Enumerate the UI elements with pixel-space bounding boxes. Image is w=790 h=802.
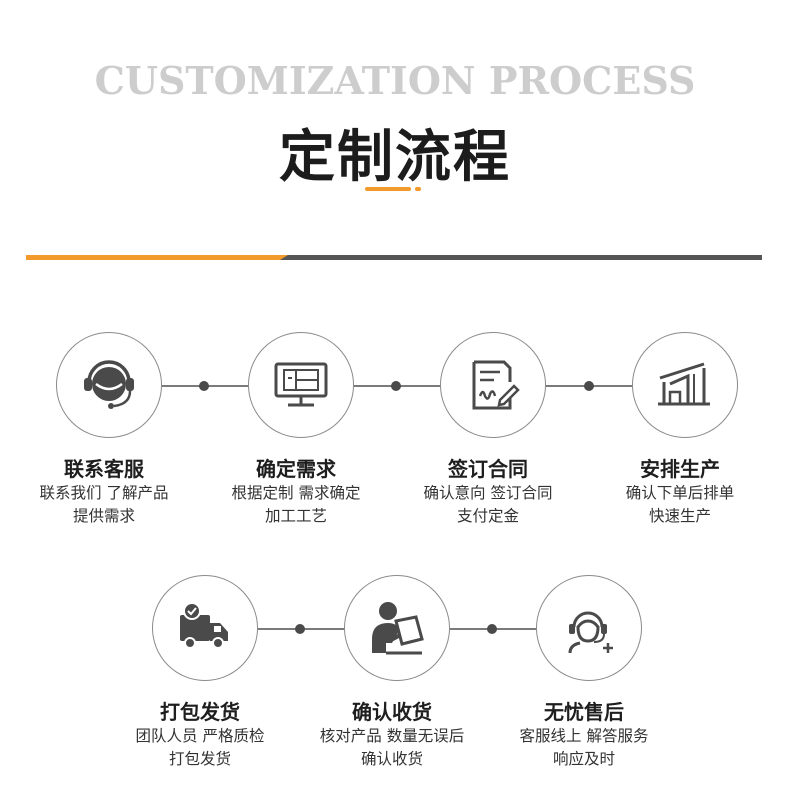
delivery-truck-icon [180,602,228,649]
step-circle-aftersales [536,575,642,681]
step-title-production: 安排生产 [640,457,720,481]
connector-dot [391,381,401,391]
english-title: CUSTOMIZATION PROCESS [94,58,696,103]
connector-dot [199,381,209,391]
step-circle-contact [56,332,162,438]
factory-icon [658,362,710,406]
step-title-contract: 签订合同 [448,457,528,481]
contract-sign-icon [472,360,520,410]
step-circle-production [632,332,738,438]
page-title: 定制流程 [279,124,511,190]
connector-dot [487,624,497,634]
step-circle-requirement [248,332,354,438]
step-desc-receive-1: 核对产品 数量无误后 [319,727,465,745]
title-accent-bar [365,187,411,191]
step-desc-requirement-2: 加工工艺 [264,507,327,525]
headset-icon [84,360,134,409]
step-desc-requirement-1: 根据定制 需求确定 [231,484,361,502]
step-title-requirement: 确定需求 [256,457,336,481]
connector-line [162,385,258,387]
connector-line [258,628,354,630]
step-title-contact: 联系客服 [64,457,144,481]
after-sales-support-icon [568,611,613,654]
connector-line [546,385,642,387]
step-desc-contract-1: 确认意向 签订合同 [423,484,553,502]
step-title-shipping: 打包发货 [160,700,240,724]
step-desc-aftersales-1: 客服线上 解答服务 [519,727,649,745]
step-desc-production-2: 快速生产 [648,507,711,525]
divider-orange [26,255,288,260]
step-desc-contract-2: 支付定金 [456,507,519,525]
receive-check-icon [372,602,424,655]
connector-dot [295,624,305,634]
design-monitor-icon [274,362,328,407]
step-desc-aftersales-2: 响应及时 [552,750,615,768]
step-desc-receive-2: 确认收货 [360,750,423,768]
step-circle-receive [344,575,450,681]
divider-gray [280,255,762,260]
step-desc-shipping-2: 打包发货 [168,750,231,768]
step-desc-shipping-1: 团队人员 严格质检 [135,727,265,745]
step-circle-shipping [152,575,258,681]
step-desc-contact-2: 提供需求 [72,507,135,525]
step-circle-contract [440,332,546,438]
step-title-receive: 确认收货 [352,700,432,724]
step-desc-contact-1: 联系我们 了解产品 [39,484,169,502]
connector-dot [584,381,594,391]
connector-line [450,628,546,630]
connector-line [354,385,450,387]
step-desc-production-1: 确认下单后排单 [625,484,735,502]
title-accent-dot [415,187,421,191]
step-title-aftersales: 无忧售后 [544,700,624,724]
